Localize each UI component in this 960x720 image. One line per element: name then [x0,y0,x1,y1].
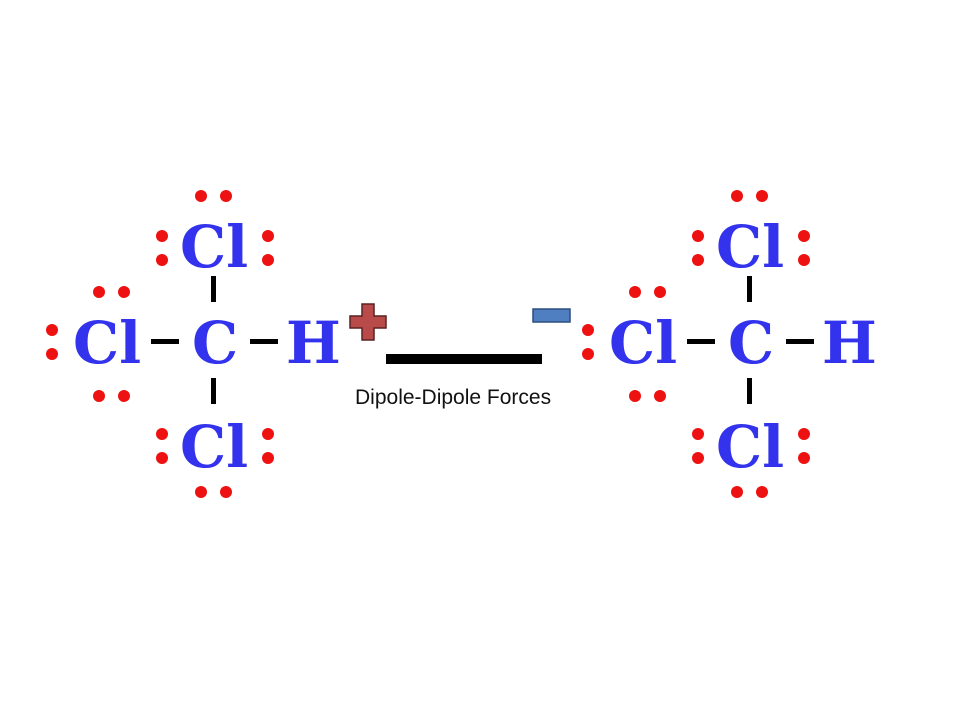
lone-pair-electron [156,428,168,440]
lone-pair-electron [118,390,130,402]
bond-c-cl-bottom [211,378,216,404]
lone-pair-electron [118,286,130,298]
lone-pair-electron [629,286,641,298]
lone-pair-electron [262,428,274,440]
lone-pair-electron [93,286,105,298]
lone-pair-electron [731,486,743,498]
atom-c-center: C [192,309,239,377]
dipole-attraction-line [386,354,542,364]
lone-pair-electron [262,230,274,242]
lone-pair-electron [156,452,168,464]
lone-pair-electron [798,230,810,242]
bond-c-cl-top [747,276,752,302]
lone-pair-electron [93,390,105,402]
lone-pair-electron [195,190,207,202]
lone-pair-electron [220,190,232,202]
atom-h-right: H [286,309,341,377]
bond-c-cl-top [211,276,216,302]
bond-c-cl-left [687,339,715,344]
bond-c-h [786,339,814,344]
lone-pair-electron [582,324,594,336]
lone-pair-electron [582,348,594,360]
lone-pair-electron [756,486,768,498]
interaction-caption: Dipole-Dipole Forces [355,386,552,409]
atom-cl-left: Cl [609,309,678,377]
minus-sign-icon [532,308,571,323]
lone-pair-electron [156,254,168,266]
lone-pair-electron [692,452,704,464]
lone-pair-electron [692,428,704,440]
lone-pair-electron [156,230,168,242]
lone-pair-electron [262,452,274,464]
atom-h-right: H [822,309,877,377]
lone-pair-electron [798,254,810,266]
lone-pair-electron [798,428,810,440]
lone-pair-electron [798,452,810,464]
lone-pair-electron [654,390,666,402]
plus-sign-icon [349,303,387,341]
lone-pair-electron [262,254,274,266]
lone-pair-electron [654,286,666,298]
lone-pair-electron [195,486,207,498]
atom-cl-top: Cl [180,213,249,281]
lone-pair-electron [46,348,58,360]
atom-c-center: C [728,309,775,377]
lone-pair-electron [692,254,704,266]
lone-pair-electron [692,230,704,242]
atom-cl-bottom: Cl [716,413,785,481]
bond-c-cl-bottom [747,378,752,404]
bond-c-cl-left [151,339,179,344]
lone-pair-electron [756,190,768,202]
atom-cl-bottom: Cl [180,413,249,481]
atom-cl-top: Cl [716,213,785,281]
lone-pair-electron [629,390,641,402]
bond-c-h [250,339,278,344]
atom-cl-left: Cl [73,309,142,377]
lone-pair-electron [220,486,232,498]
lone-pair-electron [46,324,58,336]
lone-pair-electron [731,190,743,202]
